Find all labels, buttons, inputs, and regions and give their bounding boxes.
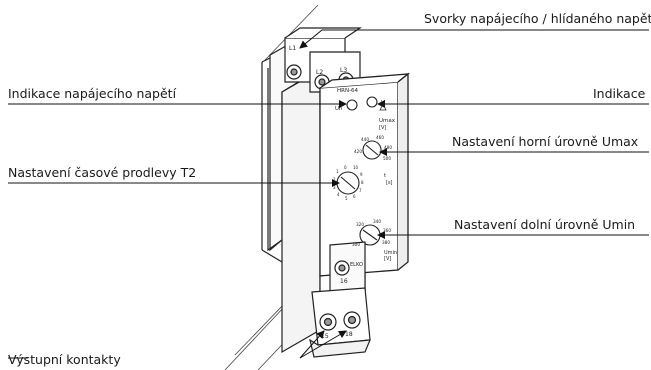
terminal-l1-label: L1: [289, 45, 296, 52]
t2-tick: 0: [344, 165, 347, 170]
t2-tick: 8: [361, 180, 364, 185]
terminal-18-label: 18: [345, 331, 353, 338]
umax-tick: 480: [384, 145, 392, 150]
callout-time-delay: Nastavení časové prodlevy T2: [8, 165, 197, 180]
un-led-label: Un: [335, 106, 343, 112]
umin-tick: 300: [352, 242, 360, 247]
umax-tick: 420: [354, 149, 362, 154]
device-markings: L1 L2 L3 HRN-64 Un U Umax [V] [s] Umin […: [289, 45, 397, 340]
t2-tick: 5: [345, 196, 348, 201]
t2-tick: 1: [336, 169, 339, 174]
umin-tick: 380: [382, 240, 390, 245]
t2-tick: 3: [333, 185, 336, 190]
u-led-label: U: [381, 100, 385, 106]
umax-tick: 460: [376, 135, 384, 140]
terminal-16-label: 16: [340, 278, 348, 285]
terminal-15-label: 15: [321, 333, 329, 340]
umax-label: Umax: [379, 118, 396, 124]
t2-tick: 9: [360, 172, 363, 177]
umin-label: Umin: [384, 250, 397, 256]
umax-tick: 500: [383, 156, 391, 161]
brand-label: ELKO: [350, 262, 363, 268]
callout-indication: Indikace: [593, 86, 646, 101]
status-led: [366, 96, 378, 108]
alarm-icon: [379, 103, 387, 111]
t2-unit: [s]: [386, 180, 393, 186]
housing-side: [261, 33, 321, 354]
t2-tick: 4: [337, 192, 340, 197]
t2-tick: 10: [353, 165, 359, 170]
callout-upper-level: Nastavení horní úrovně Umax: [452, 134, 639, 149]
leds: [346, 96, 378, 111]
dials: [336, 140, 382, 246]
callout-lower-level: Nastavení dolní úrovně Umin: [454, 217, 636, 232]
terminal-l3-label: L3: [340, 67, 347, 74]
t2-tick: 7: [359, 188, 362, 193]
umin-tick: 360: [383, 228, 391, 233]
umin-tick: 320: [356, 222, 364, 227]
bottom-terminal-block: [309, 241, 371, 358]
t2-tick: 2: [333, 177, 336, 182]
umin-tick: 340: [373, 219, 381, 224]
umax-unit: [V]: [379, 125, 386, 131]
callout-output-contacts: Výstupní kontakty: [8, 352, 121, 367]
t2-tick: 6: [353, 194, 356, 199]
umax-tick: 440: [361, 137, 369, 142]
un-led: [346, 99, 358, 111]
t2-label: t: [384, 173, 386, 179]
leader-lines: [8, 29, 649, 359]
callout-terminals-supply: Svorky napájecího / hlídaného napětí: [424, 11, 651, 26]
model-label: HRN-64: [337, 88, 359, 94]
umin-unit: [V]: [384, 256, 391, 262]
front-panel: [319, 72, 411, 277]
callout-supply-indicator: Indikace napájecího napětí: [8, 86, 177, 101]
terminal-l2-label: L2: [316, 69, 323, 76]
